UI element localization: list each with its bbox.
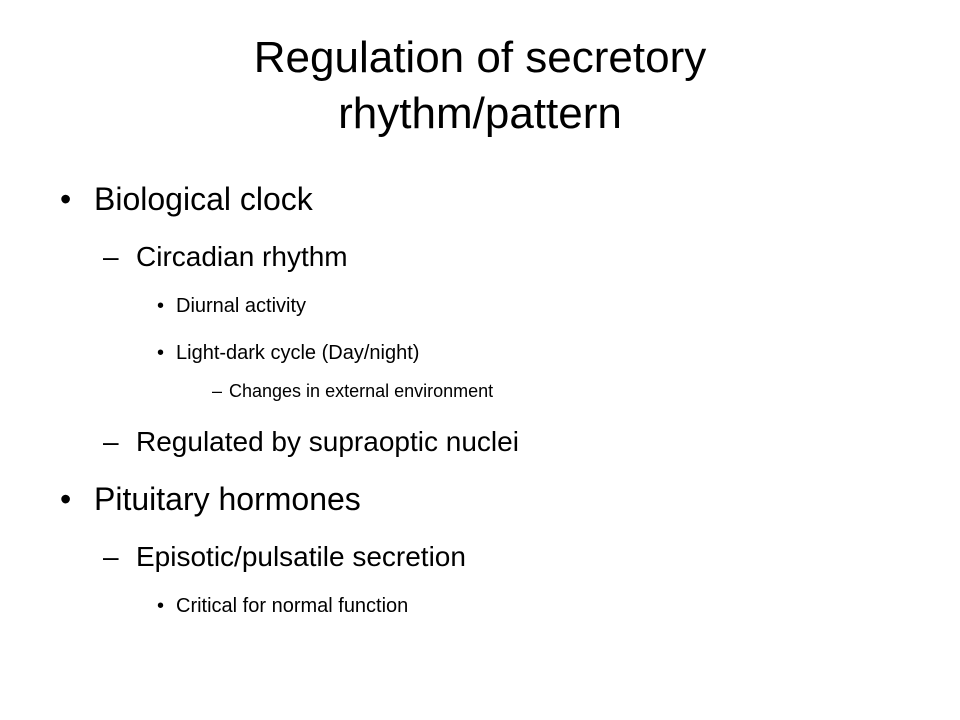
bullet-marker: • (157, 342, 165, 364)
bullet-text: Episotic/pulsatile secretion (136, 541, 466, 572)
bullet-text: Light-dark cycle (Day/night) (176, 342, 420, 364)
bullet-marker: • (60, 481, 72, 517)
dash-marker: – (212, 381, 223, 401)
bullet-text: Changes in external environment (229, 381, 494, 401)
bullet-text: Biological clock (94, 181, 313, 217)
bullet-text: Circadian rhythm (136, 241, 348, 272)
title-line-2: rhythm/pattern (338, 89, 622, 138)
bullet-text: Pituitary hormones (94, 481, 361, 517)
dash-marker: – (103, 541, 119, 572)
bullet-text: Diurnal activity (176, 295, 307, 317)
slide-title: Regulation of secretory rhythm/pattern (60, 30, 900, 142)
dash-marker: – (103, 241, 119, 272)
bullet-marker: • (157, 595, 165, 617)
bullet-marker: • (157, 295, 165, 317)
bullet-text: Regulated by supraoptic nuclei (136, 426, 519, 457)
title-line-1: Regulation of secretory (253, 33, 707, 82)
dash-marker: – (103, 426, 119, 457)
bullet-text: Critical for normal function (176, 595, 409, 617)
bullet-marker: • (60, 181, 72, 217)
